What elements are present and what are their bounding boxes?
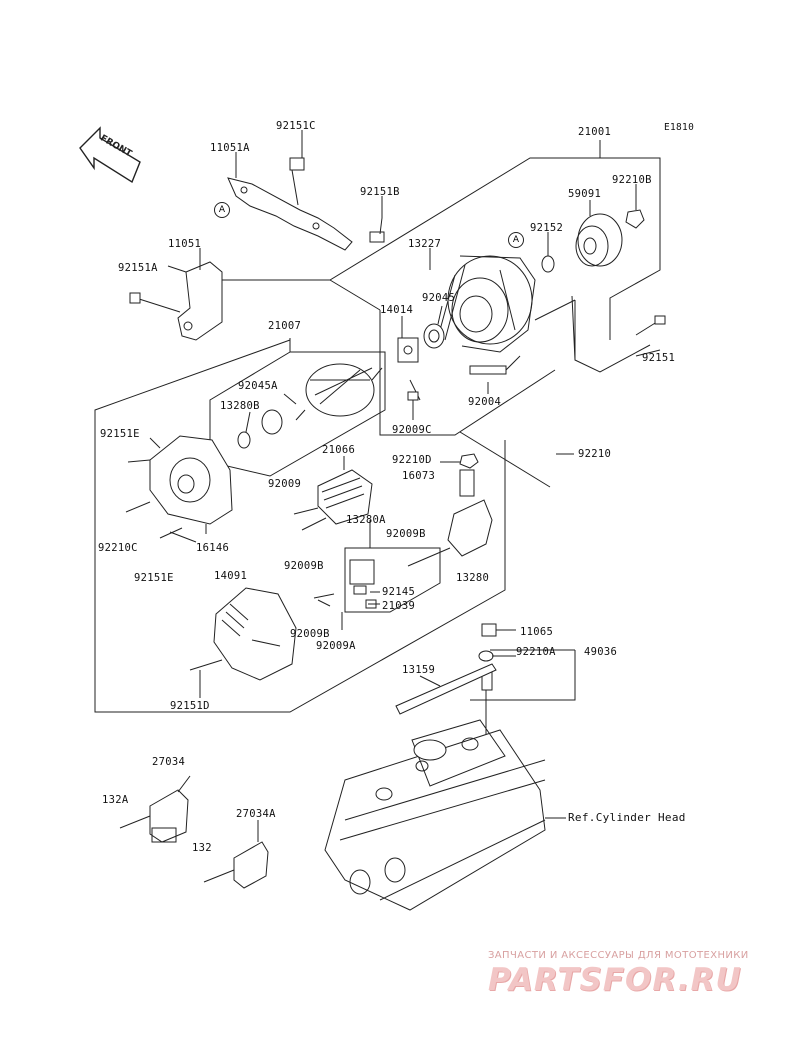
- ref-cylinder-head-label: Ref.Cylinder Head: [568, 811, 686, 824]
- part-label: 21001: [578, 126, 612, 138]
- part-label: 92210D: [392, 454, 432, 466]
- part-label: 11065: [520, 626, 554, 638]
- part-label: 27034: [152, 756, 186, 768]
- bearing-92045: [423, 323, 445, 349]
- pulley-59091: [575, 213, 623, 267]
- brush-holder-13280: [407, 453, 493, 567]
- part-label: 92210: [578, 448, 612, 460]
- washer-92152: [541, 255, 555, 273]
- watermark-tagline: ЗАПЧАСТИ И АКСЕССУАРЫ ДЛЯ МОТОТЕХНИКИ: [488, 950, 749, 961]
- rotor-21007: [237, 363, 383, 449]
- part-label: 92009C: [392, 424, 432, 436]
- part-label: 92009B: [386, 528, 426, 540]
- part-label: 92004: [468, 396, 502, 408]
- part-label: 21066: [322, 444, 356, 456]
- part-label: 13227: [408, 238, 442, 250]
- watermark-logo: PARTSFOR.RU: [488, 962, 742, 998]
- part-label: 132A: [102, 794, 129, 806]
- part-label: 92009A: [316, 640, 356, 652]
- part-label: 92151A: [118, 262, 158, 274]
- part-label: 92210B: [612, 174, 652, 186]
- glow-plug-box: [470, 649, 576, 701]
- bracket-11051: [129, 261, 223, 341]
- part-label: 13280A: [346, 514, 386, 526]
- part-label: 92151: [642, 352, 676, 364]
- part-label: 92145: [382, 586, 416, 598]
- rear-housing-16146: [125, 435, 233, 539]
- part-label: 11051A: [210, 142, 250, 154]
- bolt-92151b: [369, 217, 385, 243]
- front-housing: [439, 255, 536, 353]
- part-label: 92210C: [98, 542, 138, 554]
- part-label: 27034A: [236, 808, 276, 820]
- relay-27034a: [203, 841, 269, 889]
- part-label: 13159: [402, 664, 436, 676]
- part-label: 13280B: [220, 400, 260, 412]
- part-label: 49036: [584, 646, 618, 658]
- callout-a-bracket: A: [214, 202, 230, 218]
- part-label: 92009B: [284, 560, 324, 572]
- front-arrow-icon: [79, 126, 141, 184]
- part-label: 14091: [214, 570, 248, 582]
- part-label: 21039: [382, 600, 416, 612]
- part-label: 16146: [196, 542, 230, 554]
- part-label: 132: [192, 842, 212, 854]
- part-label: 92009: [268, 478, 302, 490]
- assembly-21001-outline: [94, 140, 661, 713]
- part-label: 92210A: [516, 646, 556, 658]
- rear-cover-14091: [189, 587, 297, 681]
- part-label: 92045: [422, 292, 456, 304]
- stud-92004: [469, 355, 521, 394]
- part-label: 92151D: [170, 700, 210, 712]
- nut-92210b: [625, 209, 645, 229]
- bolt-92151: [635, 315, 666, 336]
- part-label: 92151B: [360, 186, 400, 198]
- part-label: 92045A: [238, 380, 278, 392]
- part-label: 13280: [456, 572, 490, 584]
- leader-lines: [149, 130, 661, 842]
- diagram-code: E1810: [664, 122, 695, 133]
- cylinder-head: [324, 719, 546, 911]
- part-label: 59091: [568, 188, 602, 200]
- bracket-11051a: [227, 157, 353, 251]
- part-label: 16073: [402, 470, 436, 482]
- rotor-assembly-outline: [209, 338, 386, 477]
- plate-14014: [397, 337, 421, 401]
- part-label: 92151C: [276, 120, 316, 132]
- part-label: 92151E: [134, 572, 174, 584]
- part-label: 21007: [268, 320, 302, 332]
- part-label: 11051: [168, 238, 202, 250]
- brush-holder-box: [344, 520, 441, 613]
- relay-27034: [119, 789, 189, 843]
- regulator-21066: [293, 469, 373, 531]
- part-label: 14014: [380, 304, 414, 316]
- callout-a-housing: A: [508, 232, 524, 248]
- bar-13159: [395, 663, 497, 715]
- part-label: 92151E: [100, 428, 140, 440]
- screw-92009c: [407, 391, 419, 420]
- part-label: 92009B: [290, 628, 330, 640]
- part-label: 92152: [530, 222, 564, 234]
